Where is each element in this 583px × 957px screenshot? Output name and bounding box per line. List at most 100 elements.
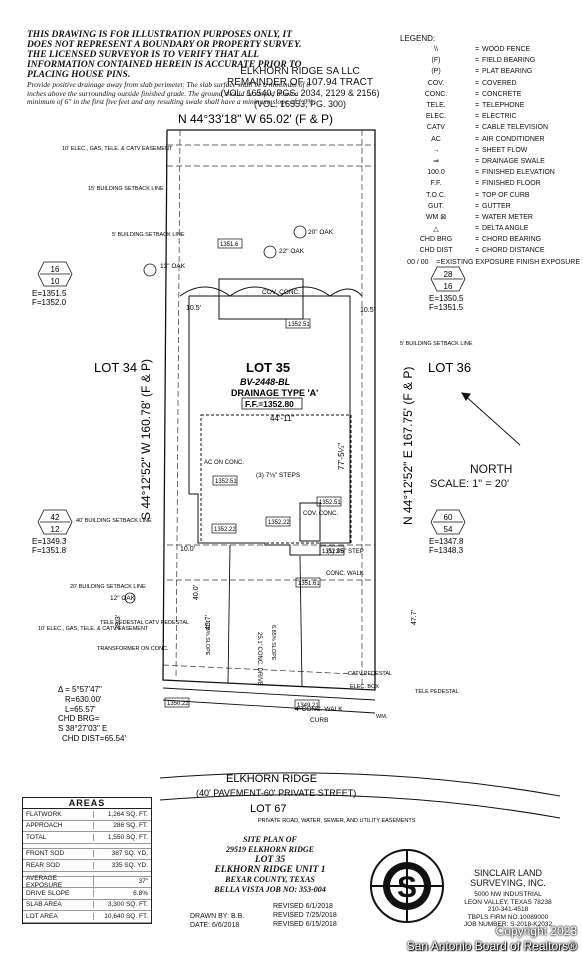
water-meter-label: WM. xyxy=(376,714,388,720)
areas-title: AREAS xyxy=(23,798,151,809)
legend-symbol: 00 / 00 xyxy=(407,258,429,266)
exp-elevation: E=1349.3 xyxy=(32,537,67,546)
exp-elevation: F=1351.5 xyxy=(429,303,464,312)
legend-equals: = xyxy=(474,213,480,221)
elevation-value: 1350.22 xyxy=(167,701,189,707)
street-description: (40' PAVEMENT-60' PRIVATE STREET) xyxy=(196,788,356,798)
legend-equals: = xyxy=(474,236,480,244)
legend-symbol: TELE. xyxy=(426,102,446,110)
cov-conc-bottom: COV. CONC. xyxy=(303,511,338,517)
oak-label-12: 12" OAK xyxy=(110,595,136,602)
legend-symbol: T.O.C. xyxy=(426,191,446,199)
curve-chord-bearing: S 38°27'03" E xyxy=(58,724,107,733)
legend-symbol: ELEC. xyxy=(425,113,447,121)
north-label: NORTH xyxy=(470,462,513,476)
revision: REVISED 7/25/2018 xyxy=(273,911,337,919)
legend-description: WATER METER xyxy=(482,213,533,221)
drive-edge-right xyxy=(299,555,303,687)
areas-value: 10,640 SQ. FT. xyxy=(104,912,148,920)
drainage-note: Provide positive drainage away from slab… xyxy=(27,80,316,106)
legend-equals: = xyxy=(474,180,480,188)
finish-exposure: 16 xyxy=(444,282,453,291)
north-bearing: N 44°33'18" W 65.02' (F & P) xyxy=(178,112,333,126)
legend-description: CABLE TELEVISION xyxy=(482,124,549,132)
legend-equals: = xyxy=(474,225,480,233)
house-outline xyxy=(188,295,351,556)
site-plan-county: BEXAR COUNTY, TEXAS xyxy=(225,875,315,884)
oak-label-20: 20" OAK xyxy=(308,229,334,236)
setback-20-note: 20' BUILDING SETBACK LINE xyxy=(70,584,146,590)
adjacent-owner: ELKHORN RIDGE SA LLC REMAINDER OF 107.94… xyxy=(200,66,400,110)
tree-icon xyxy=(124,592,136,604)
existing-exposure: 16 xyxy=(51,265,60,274)
areas-key: APPROACH xyxy=(23,822,94,830)
disclaimer-note: THIS DRAWING IS FOR ILLUSTRATION PURPOSE… xyxy=(27,30,317,107)
lot-34-label: LOT 34 xyxy=(94,360,137,375)
curve-length: L=65.57' xyxy=(65,705,96,714)
legend-equals: = xyxy=(474,113,480,121)
finish-exposure: 54 xyxy=(444,525,453,534)
covered-porch xyxy=(299,502,321,542)
company-name-2: SURVEYING, INC. xyxy=(470,878,546,888)
plan-name: BV-2448-BL xyxy=(240,377,290,387)
legend-description: SHEET FLOW xyxy=(482,146,528,154)
scale-label: SCALE: 1" = 20' xyxy=(430,478,510,490)
legend-description: CHORD BEARING xyxy=(482,236,542,244)
legend-description: AIR CONDITIONER xyxy=(482,135,545,143)
elevation-value: 1351.6 xyxy=(220,242,239,248)
legend-symbol: 100.0 xyxy=(427,169,445,177)
legend-row: TELE.=TELEPHONE xyxy=(400,100,580,111)
slope-note: 1.03% SLOPE xyxy=(204,620,210,656)
legend-symbol: CATV xyxy=(426,124,446,132)
legend-description: TOP OF CURB xyxy=(482,191,530,199)
existing-exposure: 60 xyxy=(444,513,453,522)
curve-chord-bearing-label: CHD BRG= xyxy=(58,714,100,723)
areas-value: 286 SQ. FT. xyxy=(113,822,148,830)
company-address-1: 5000 NW INDUSTRIAL xyxy=(474,891,542,898)
legend-row: T.O.C.=TOP OF CURB xyxy=(400,189,580,200)
legend-equals: = xyxy=(474,124,480,132)
legend-symbol: COV. xyxy=(427,79,445,87)
elevation-value: 1352.51 xyxy=(288,322,310,328)
legend-description: PLAT BEARING xyxy=(482,68,533,76)
legend-equals: = xyxy=(474,46,480,54)
areas-key: TOTAL xyxy=(23,833,94,841)
street-curve-1 xyxy=(159,772,561,797)
drive-label: 25.1' CONC. DRIVE xyxy=(256,632,262,686)
legend-description: FIELD BEARING xyxy=(482,57,536,65)
legend-equals: = xyxy=(474,169,480,177)
areas-key: LOT AREA xyxy=(23,912,94,920)
legend-symbol: ⇒ xyxy=(433,158,439,166)
dim-457: 45.7' xyxy=(205,615,212,630)
areas-key: AVERAGE EXPOSURE xyxy=(23,874,94,889)
covered-patio xyxy=(218,278,304,320)
drawn-block: DRAWN BY: B.B. DATE: 6/6/2018 xyxy=(190,912,244,930)
transformer-note: TRANSFORMER ON CONC. xyxy=(97,646,169,652)
dim-39: 39.3' xyxy=(115,615,122,630)
legend-description: EXISTING EXPOSURE FINISH EXPOSURE xyxy=(440,258,580,266)
owner-name: ELKHORN RIDGE SA LLC xyxy=(240,66,360,77)
legend-row: CATV =CABLE TELEVISION xyxy=(400,122,580,133)
exp-elevation: F=1351.8 xyxy=(32,546,67,555)
setback-15-note: 15' BUILDING SETBACK LINE xyxy=(88,186,164,192)
legend-description: DELTA ANGLE xyxy=(482,225,529,233)
legend-description: FINISHED ELEVATION xyxy=(482,169,555,177)
legend-row: WM ⊠=WATER METER xyxy=(400,212,580,223)
company-logo: S xyxy=(370,849,444,923)
lot-67-label: LOT 67 xyxy=(250,803,287,815)
legend-symbol: (F) xyxy=(431,57,441,65)
east-bearing: N 44°12'52" E 167.75' (F & P) xyxy=(401,367,415,525)
ff-box xyxy=(241,397,303,410)
legend-symbol: CHD DIST xyxy=(419,247,453,255)
legend-row: CHD DIST=CHORD DISTANCE xyxy=(400,245,580,256)
legend-description: TELEPHONE xyxy=(482,102,525,110)
revisions-block: REVISED 6/1/2018 REVISED 7/25/2018 REVIS… xyxy=(273,903,337,929)
legend-symbol: → xyxy=(432,146,440,154)
owner-volume: (VOL. 16540, PGS. 2034, 2129 & 2156) xyxy=(220,88,380,98)
setback-dim-105-right: 10.5' xyxy=(360,307,375,314)
legend-equals: = xyxy=(474,202,480,210)
curve-chord-distance: CHD DIST=65.54' xyxy=(62,734,126,743)
legend-equals: = xyxy=(474,247,480,255)
